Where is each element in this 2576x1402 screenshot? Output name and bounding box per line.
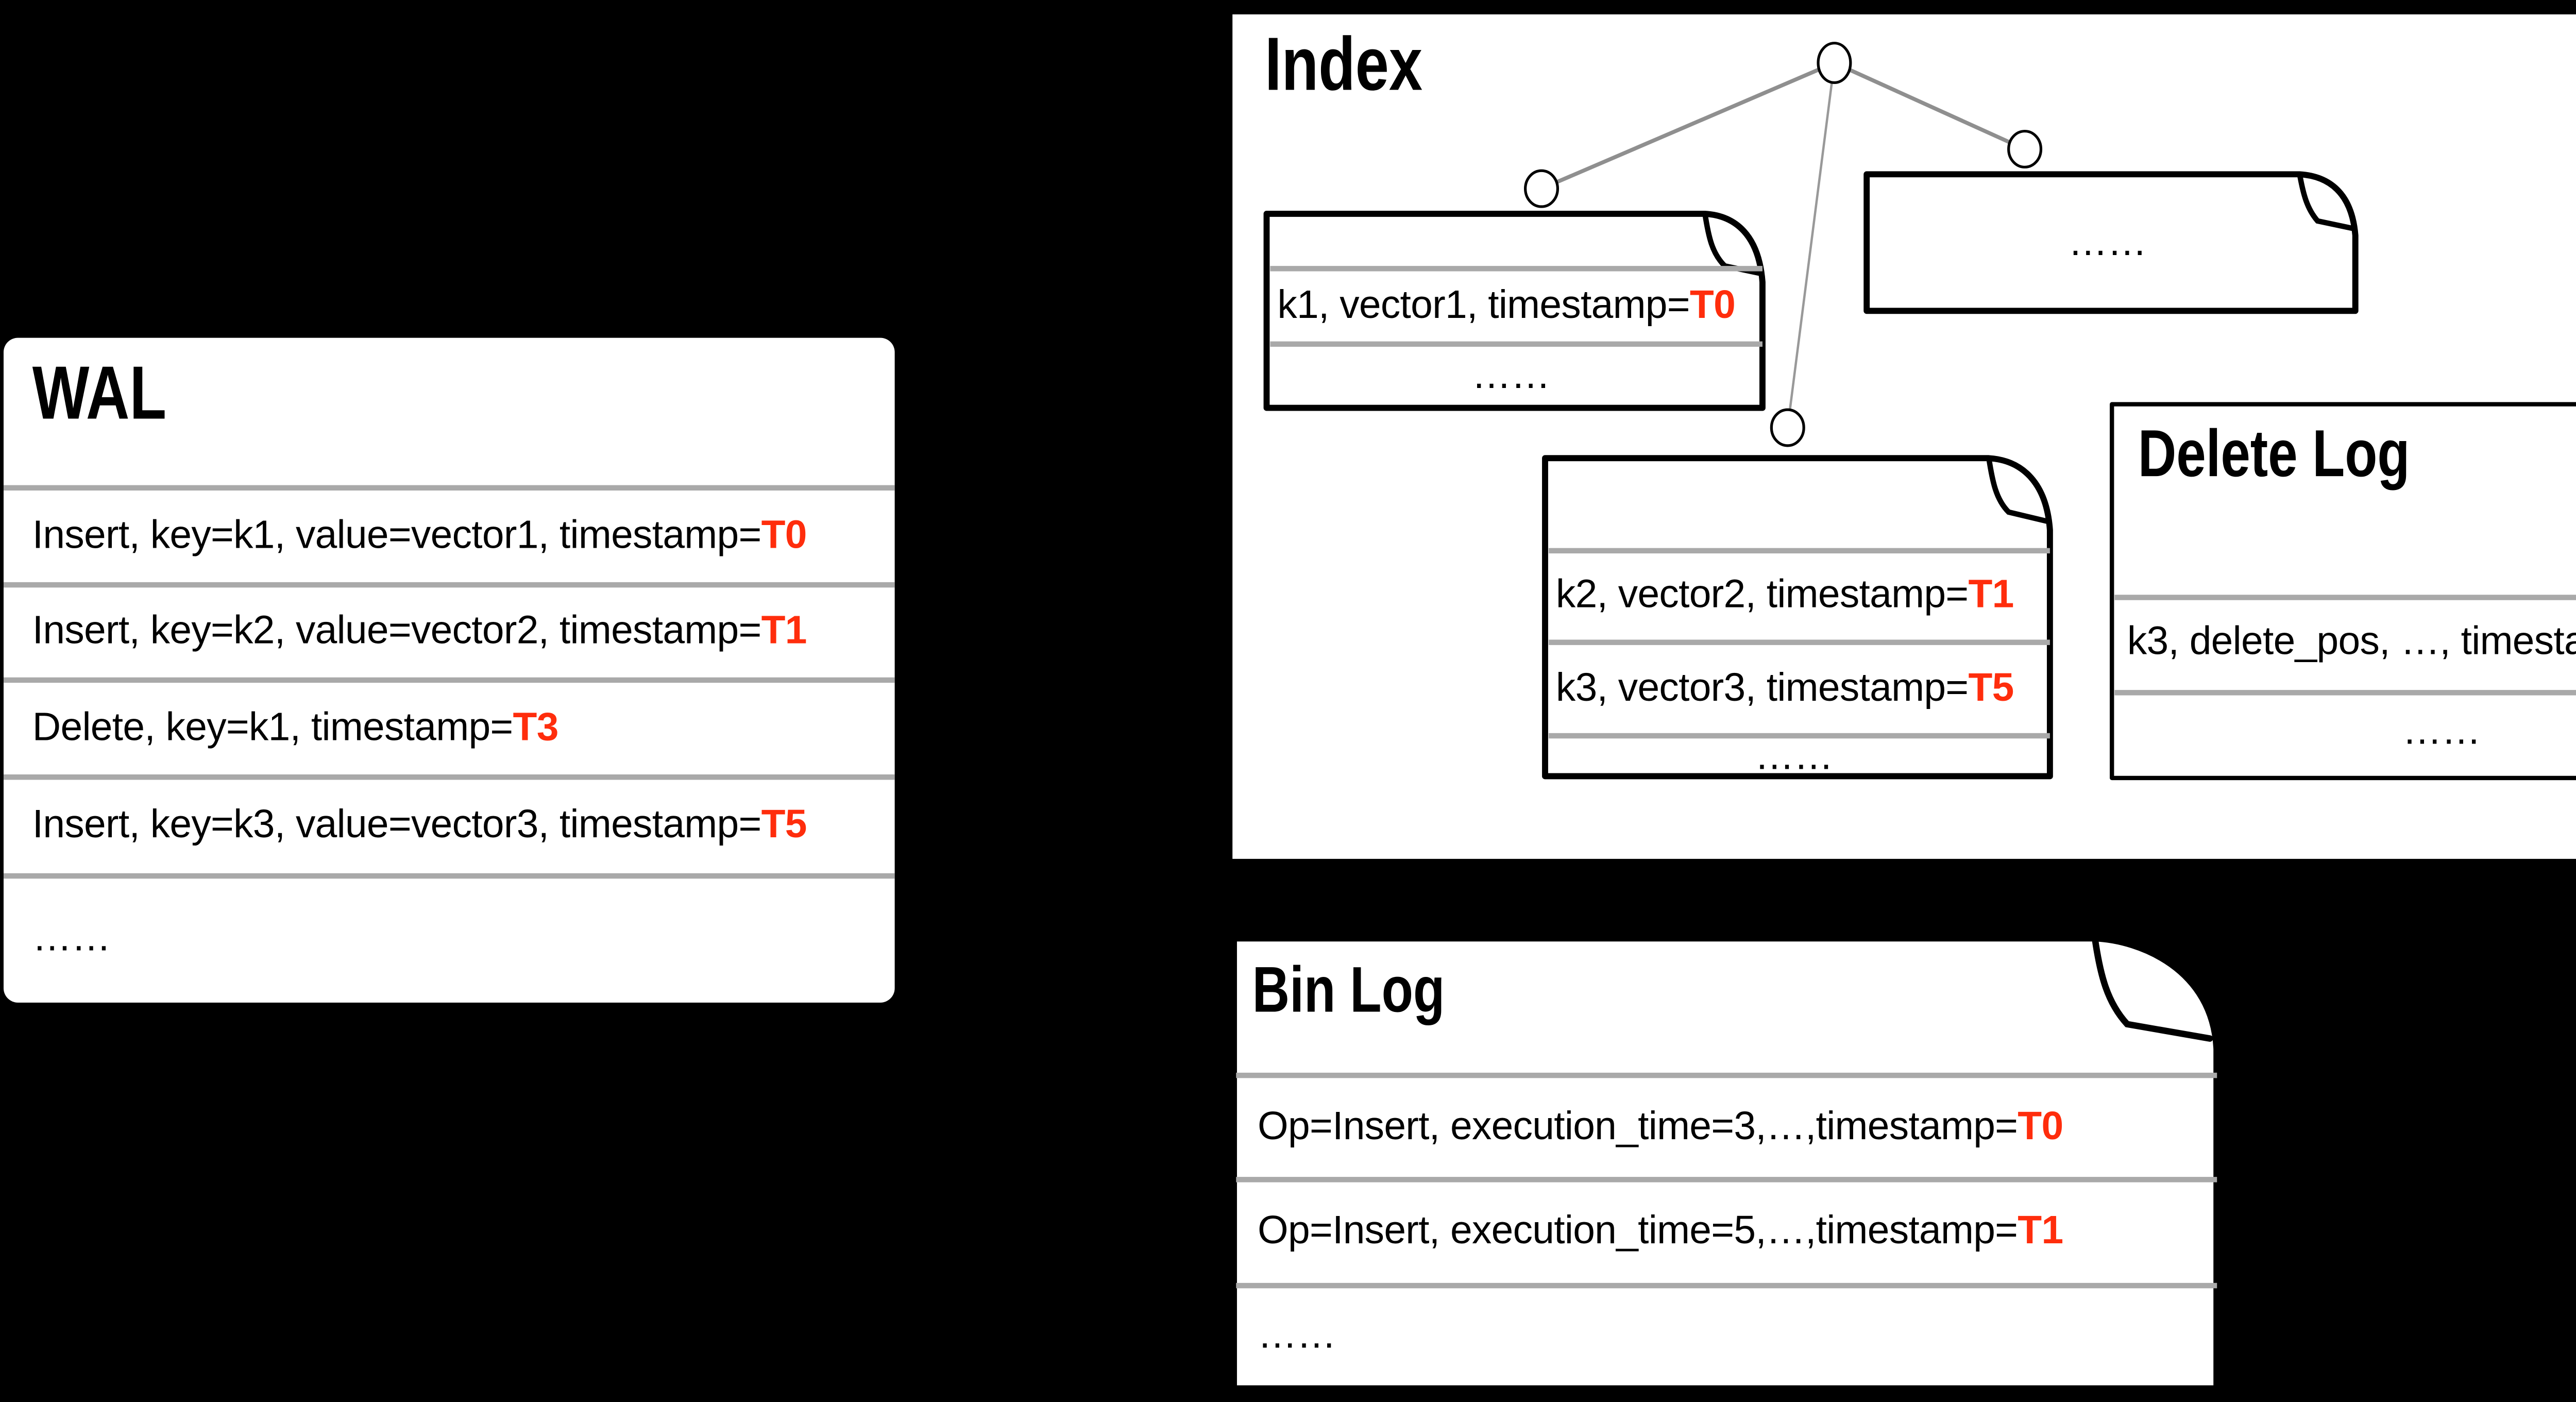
wal-row-1-text: Insert, key=k1, value=vector1, timestamp… bbox=[32, 511, 762, 556]
segment-1-row-1: k1, vector1, timestamp=T0 bbox=[1263, 272, 1759, 338]
delete-log-content: Delete Log k3, delete_pos, …, timestamp=… bbox=[2109, 399, 2576, 783]
delete-log-row-1-text: k3, delete_pos, …, timestamp= bbox=[2127, 617, 2576, 663]
document-outline bbox=[1863, 171, 2359, 314]
segment-1-divider-2 bbox=[1270, 341, 1762, 347]
delete-log-doc: Delete Log k3, delete_pos, …, timestamp=… bbox=[2109, 399, 2576, 783]
segment-3-divider-3 bbox=[1548, 733, 2050, 739]
wal-divider-4 bbox=[3, 774, 895, 780]
wal-divider-5 bbox=[3, 873, 895, 879]
tree-node-right-circle bbox=[2007, 129, 2043, 168]
segment-3-row-2-timestamp: T5 bbox=[1968, 664, 2014, 709]
delete-log-divider-1 bbox=[2114, 595, 2576, 600]
segment-1-divider-1 bbox=[1270, 266, 1762, 272]
tree-node-left-circle bbox=[1524, 169, 1560, 208]
segment-1-row-1-timestamp: T0 bbox=[1689, 281, 1736, 326]
bin-log-row-2-text: Op=Insert, execution_time=5,…,timestamp= bbox=[1258, 1207, 2018, 1253]
bin-log-row-1-timestamp: T0 bbox=[2018, 1102, 2063, 1147]
wal-divider-1 bbox=[3, 485, 895, 491]
segment-3-divider-1 bbox=[1548, 548, 2050, 554]
document-outline bbox=[1229, 934, 2221, 1393]
document-page-icon bbox=[2110, 402, 2576, 781]
segment-3-row-3: …… bbox=[1541, 732, 2046, 777]
segment-3-row-1: k2, vector2, timestamp=T1 bbox=[1541, 553, 2046, 636]
document-page-icon bbox=[1229, 934, 2221, 1393]
wal-row-1-timestamp: T0 bbox=[761, 511, 807, 556]
bin-log-row-1-text: Op=Insert, execution_time=3,…,timestamp= bbox=[1258, 1102, 2018, 1147]
segment-3-row-2-text: k3, vector3, timestamp= bbox=[1555, 664, 1969, 709]
wal-row-3: Delete, key=k1, timestamp=T3 bbox=[4, 683, 884, 771]
bin-log-row-1: Op=Insert, execution_time=3,…,timestamp=… bbox=[1229, 1078, 2213, 1173]
segment-3-divider-2 bbox=[1548, 639, 2050, 645]
segment-3-row-1-timestamp: T1 bbox=[1968, 571, 2014, 617]
segment-2-row-1-text: …… bbox=[2068, 219, 2147, 264]
index-panel: Index k1, vector1, timestamp=T0 bbox=[1232, 14, 2576, 859]
index-segment-doc-1: k1, vector1, timestamp=T0 …… bbox=[1263, 207, 1770, 415]
wal-divider-2 bbox=[3, 582, 895, 588]
bin-log-doc: Bin Log Op=Insert, execution_time=3,…,ti… bbox=[1229, 931, 2224, 1396]
tree-edge-middle bbox=[1786, 62, 1836, 428]
bin-log-title: Bin Log bbox=[1252, 952, 1445, 1026]
tree-node-root-circle bbox=[1817, 42, 1852, 85]
segment-2-row-1: …… bbox=[1863, 210, 2352, 275]
tree-node-middle-circle bbox=[1770, 408, 1805, 447]
wal-row-4-text: Insert, key=k3, value=vector3, timestamp… bbox=[32, 801, 762, 847]
wal-row-4-timestamp: T5 bbox=[761, 801, 807, 847]
segment-3-row-3-text: …… bbox=[1754, 732, 1834, 778]
wal-divider-3 bbox=[3, 677, 895, 683]
wal-box: WAL Insert, key=k1, value=vector1, times… bbox=[3, 337, 895, 1003]
index-segment-doc-3: k2, vector2, timestamp=T1 k3, vector3, t… bbox=[1541, 451, 2057, 783]
segment-3-row-2: k3, vector3, timestamp=T5 bbox=[1541, 645, 2046, 730]
folded-corner-icon bbox=[1986, 455, 2049, 524]
folded-corner-icon bbox=[2091, 935, 2213, 1042]
bin-log-divider-3 bbox=[1236, 1282, 2217, 1289]
segment-1-content: k1, vector1, timestamp=T0 …… bbox=[1263, 207, 1770, 415]
document-page-icon bbox=[1542, 455, 2053, 780]
delete-log-row-2: …… bbox=[2109, 696, 2576, 767]
wal-row-2-timestamp: T1 bbox=[761, 607, 807, 652]
bin-log-divider-1 bbox=[1236, 1072, 2217, 1078]
delete-log-title: Delete Log bbox=[2138, 417, 2410, 491]
document-outline bbox=[1263, 211, 1766, 411]
delete-log-divider-2 bbox=[2114, 690, 2576, 696]
bin-log-divider-2 bbox=[1236, 1177, 2217, 1183]
document-outline bbox=[1542, 455, 2053, 780]
wal-row-2: Insert, key=k2, value=vector2, timestamp… bbox=[4, 587, 884, 673]
index-title: Index bbox=[1264, 21, 1423, 106]
segment-3-row-1-text: k2, vector2, timestamp= bbox=[1555, 571, 1969, 617]
wal-row-2-text: Insert, key=k2, value=vector2, timestamp… bbox=[32, 607, 762, 652]
document-page-icon bbox=[1263, 211, 1766, 411]
segment-1-row-2: …… bbox=[1263, 347, 1759, 404]
bin-log-row-3-text: …… bbox=[1258, 1311, 1336, 1357]
delete-log-row-2-text: …… bbox=[2402, 707, 2481, 753]
segment-1-row-2-text: …… bbox=[1471, 352, 1551, 397]
bin-log-content: Bin Log Op=Insert, execution_time=3,…,ti… bbox=[1229, 931, 2224, 1396]
wal-row-5-text: …… bbox=[32, 914, 111, 959]
tree-edge-left bbox=[1540, 61, 1835, 191]
wal-row-3-text: Delete, key=k1, timestamp= bbox=[32, 703, 513, 749]
folded-corner-icon bbox=[2297, 172, 2354, 231]
segment-1-row-1-text: k1, vector1, timestamp= bbox=[1277, 281, 1690, 326]
segment-2-content: …… bbox=[1863, 167, 2362, 318]
bin-log-row-2-timestamp: T1 bbox=[2018, 1207, 2063, 1253]
bin-log-row-3: …… bbox=[1229, 1288, 2213, 1381]
wal-row-3-timestamp: T3 bbox=[513, 703, 559, 749]
segment-3-content: k2, vector2, timestamp=T1 k3, vector3, t… bbox=[1541, 451, 2057, 783]
index-tree-graph bbox=[1524, 42, 2043, 447]
document-page-icon bbox=[1863, 171, 2359, 314]
wal-row-5: …… bbox=[4, 879, 884, 995]
wal-row-1: Insert, key=k1, value=vector1, timestamp… bbox=[4, 491, 884, 579]
wal-row-4: Insert, key=k3, value=vector3, timestamp… bbox=[4, 780, 884, 869]
tree-edge-right bbox=[1833, 61, 2026, 151]
index-segment-doc-2: …… bbox=[1863, 167, 2362, 318]
wal-title: WAL bbox=[32, 350, 167, 435]
delete-log-row-1: k3, delete_pos, …, timestamp=T3 bbox=[2109, 600, 2576, 681]
folded-corner-icon bbox=[1702, 211, 1762, 276]
bin-log-row-2: Op=Insert, execution_time=5,…,timestamp=… bbox=[1229, 1183, 2213, 1279]
document-outline bbox=[2110, 402, 2576, 781]
